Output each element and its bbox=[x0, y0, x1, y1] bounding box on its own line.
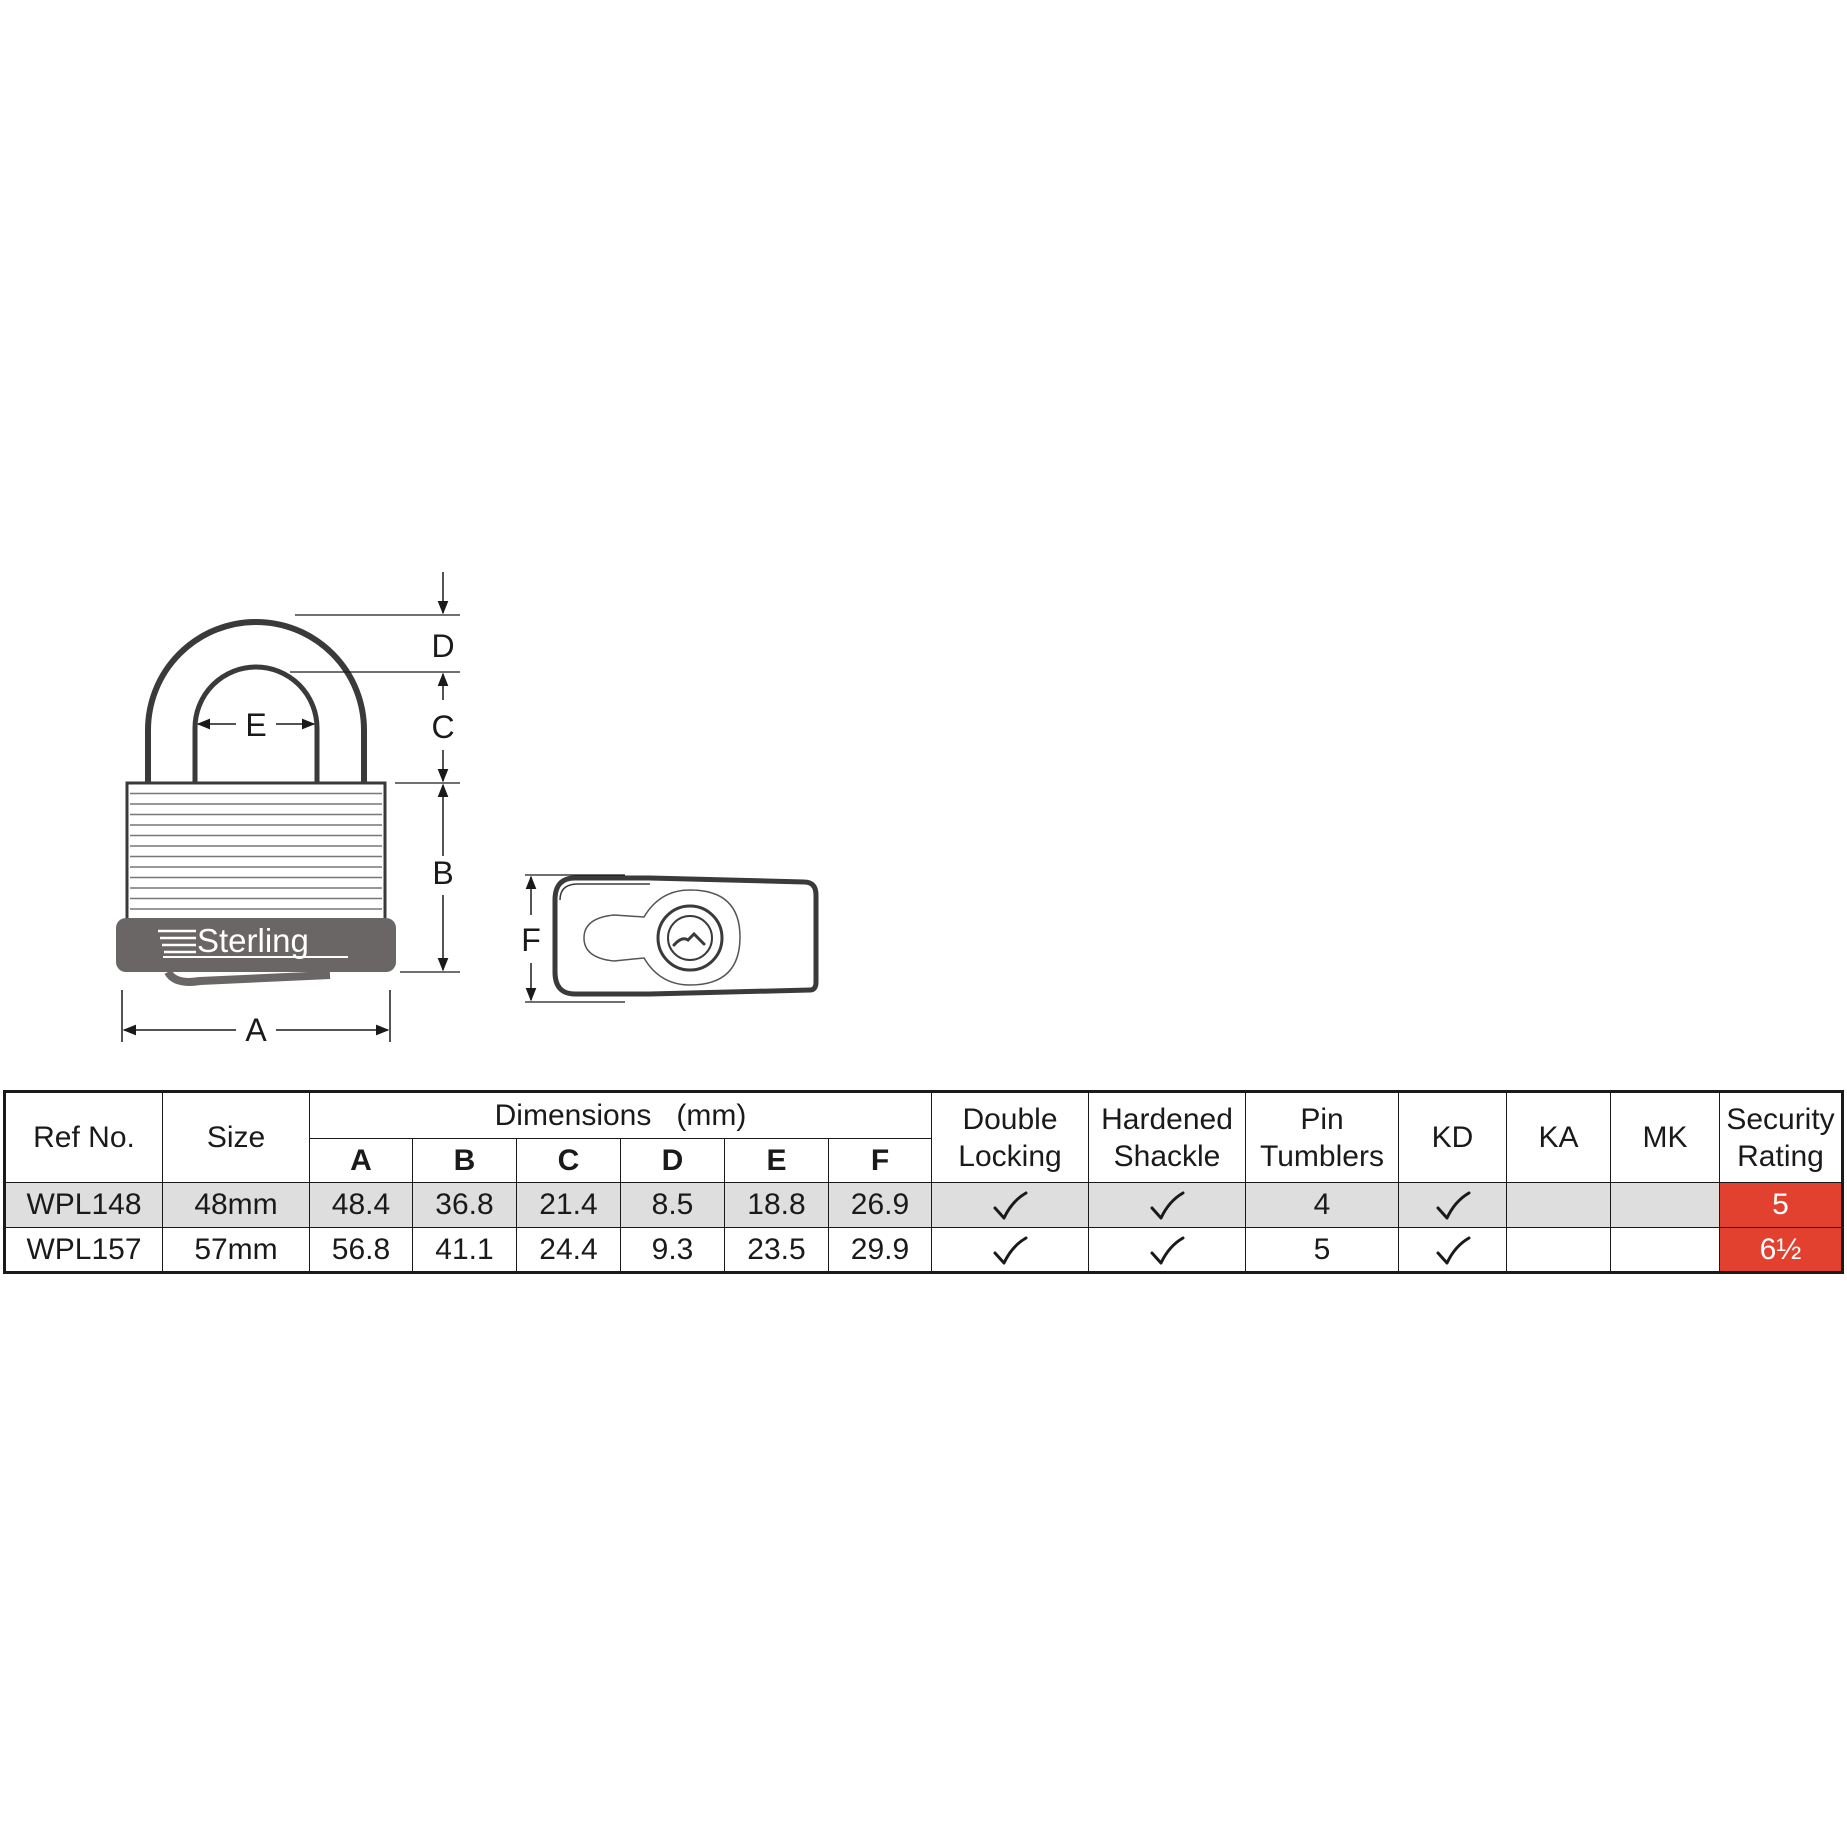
cell-size: 48mm bbox=[162, 1182, 310, 1228]
header-dim-a: A bbox=[309, 1138, 413, 1183]
check-icon bbox=[1436, 1191, 1470, 1220]
cell-dim-e: 23.5 bbox=[724, 1227, 829, 1273]
cell-ref-no: WPL157 bbox=[4, 1227, 163, 1273]
cell-double-locking bbox=[931, 1227, 1089, 1273]
cell-mk bbox=[1610, 1182, 1720, 1228]
dim-label-e: E bbox=[245, 707, 266, 743]
cell-security-rating: 6½ bbox=[1719, 1227, 1843, 1273]
cell-dim-a: 56.8 bbox=[309, 1227, 413, 1273]
cell-dim-c: 21.4 bbox=[516, 1182, 621, 1228]
table-row: WPL148 48mm 48.4 36.8 21.4 8.5 18.8 26.9… bbox=[4, 1182, 1843, 1228]
cell-security-rating: 5 bbox=[1719, 1182, 1843, 1228]
shackle-outline bbox=[145, 619, 367, 784]
header-ref-no: Ref No. bbox=[4, 1091, 163, 1183]
check-icon bbox=[1436, 1236, 1470, 1265]
cell-dim-b: 36.8 bbox=[412, 1182, 517, 1228]
header-dim-f: F bbox=[828, 1138, 932, 1183]
header-dim-e: E bbox=[724, 1138, 829, 1183]
cell-dim-d: 9.3 bbox=[620, 1227, 725, 1273]
shackle-inner-outline bbox=[192, 664, 320, 784]
header-mk: MK bbox=[1610, 1091, 1720, 1183]
cell-pin-tumblers: 5 bbox=[1245, 1227, 1399, 1273]
cell-kd bbox=[1398, 1227, 1507, 1273]
cell-mk bbox=[1610, 1227, 1720, 1273]
keyhole-icon bbox=[672, 931, 706, 947]
cell-kd bbox=[1398, 1182, 1507, 1228]
check-icon bbox=[993, 1191, 1028, 1220]
dim-label-d: D bbox=[431, 628, 454, 664]
lock-bumper-lip bbox=[164, 969, 331, 986]
check-icon bbox=[993, 1236, 1028, 1265]
header-dim-d: D bbox=[620, 1138, 725, 1183]
cell-pin-tumblers: 4 bbox=[1245, 1182, 1399, 1228]
dim-label-a: A bbox=[245, 1012, 267, 1048]
sterling-logo: Sterling bbox=[158, 922, 348, 959]
dim-label-c: C bbox=[431, 709, 454, 745]
cell-dim-d: 8.5 bbox=[620, 1182, 725, 1228]
brand-text: Sterling bbox=[197, 922, 309, 959]
header-dim-c: C bbox=[516, 1138, 621, 1183]
header-dim-b: B bbox=[412, 1138, 517, 1183]
cell-dim-a: 48.4 bbox=[309, 1182, 413, 1228]
padlock-dimension-diagram: Sterling A E D C B F bbox=[116, 572, 819, 1048]
dim-label-b: B bbox=[432, 855, 453, 891]
header-ka: KA bbox=[1506, 1091, 1611, 1183]
cell-ka bbox=[1506, 1182, 1611, 1228]
cell-dim-f: 26.9 bbox=[828, 1182, 932, 1228]
cell-ref-no: WPL148 bbox=[4, 1182, 163, 1228]
table-row: WPL157 57mm 56.8 41.1 24.4 9.3 23.5 29.9… bbox=[4, 1227, 1843, 1273]
header-kd: KD bbox=[1398, 1091, 1507, 1183]
cell-hardened-shackle bbox=[1088, 1182, 1246, 1228]
check-icon bbox=[1150, 1191, 1185, 1220]
cell-dim-f: 29.9 bbox=[828, 1227, 932, 1273]
cell-hardened-shackle bbox=[1088, 1227, 1246, 1273]
cell-dim-b: 41.1 bbox=[412, 1227, 517, 1273]
header-dimensions: Dimensions (mm) bbox=[309, 1091, 932, 1139]
cell-ka bbox=[1506, 1227, 1611, 1273]
cell-dim-e: 18.8 bbox=[724, 1182, 829, 1228]
dim-label-f: F bbox=[521, 922, 541, 958]
lock-body-laminations bbox=[130, 792, 382, 910]
header-size: Size bbox=[162, 1091, 310, 1183]
check-icon bbox=[1150, 1236, 1185, 1265]
cell-dim-c: 24.4 bbox=[516, 1227, 621, 1273]
cell-size: 57mm bbox=[162, 1227, 310, 1273]
cell-double-locking bbox=[931, 1182, 1089, 1228]
